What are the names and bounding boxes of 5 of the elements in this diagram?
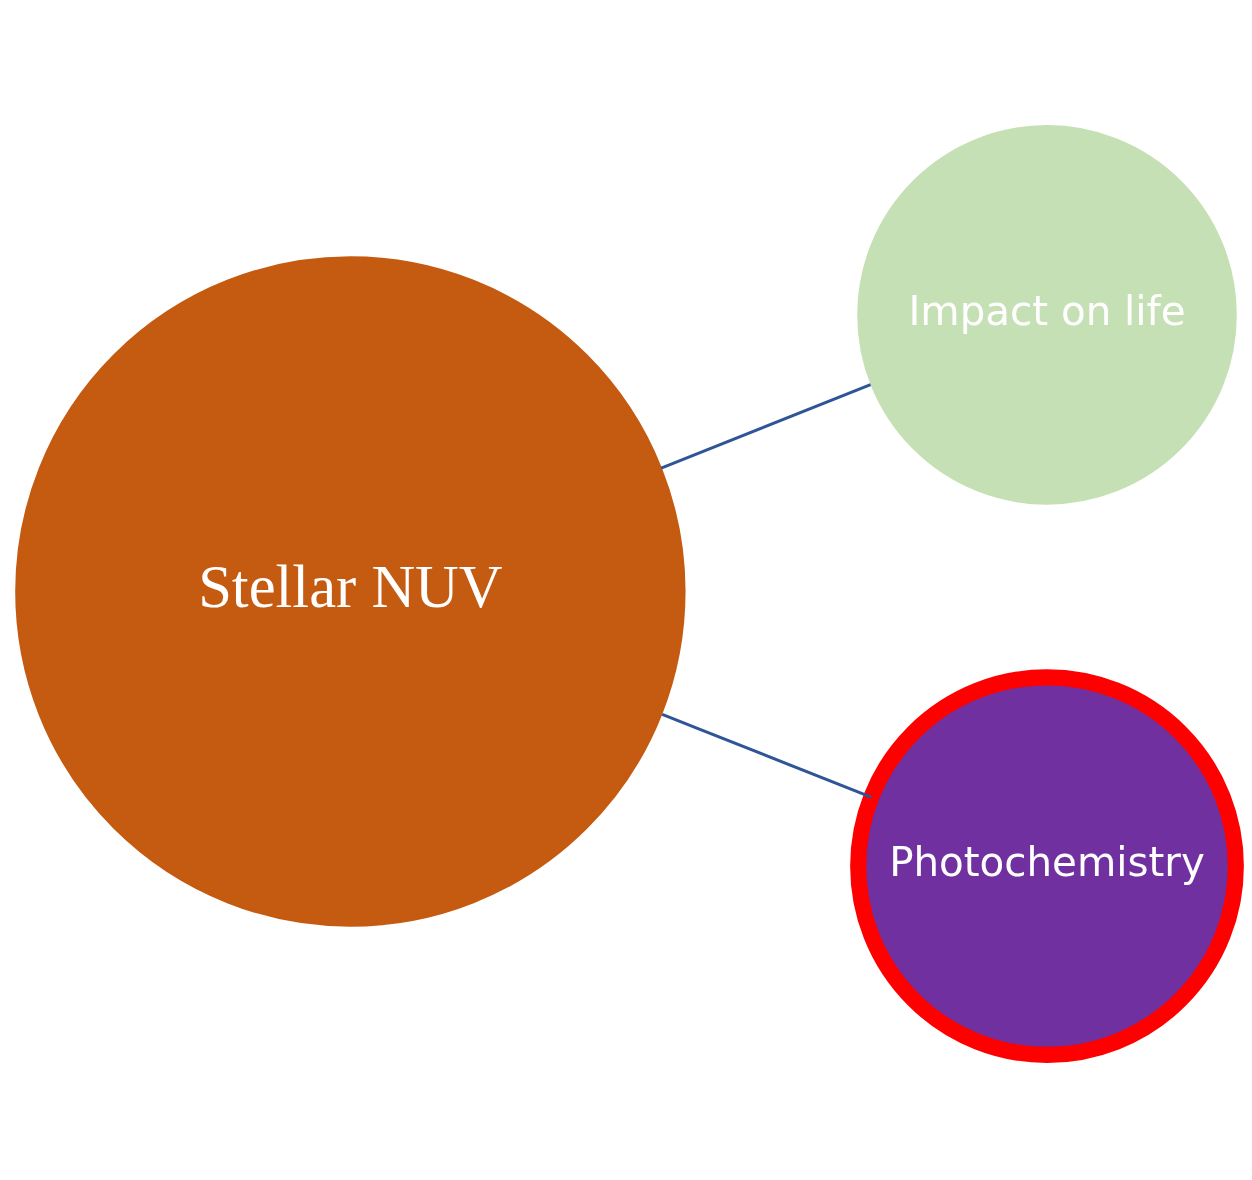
node-circle: Impact on life	[857, 124, 1237, 505]
connector	[661, 712, 872, 799]
node-circle: Stellar NUV	[15, 255, 686, 927]
connector	[660, 382, 872, 470]
node-circle: Photochemistry	[850, 668, 1244, 1063]
